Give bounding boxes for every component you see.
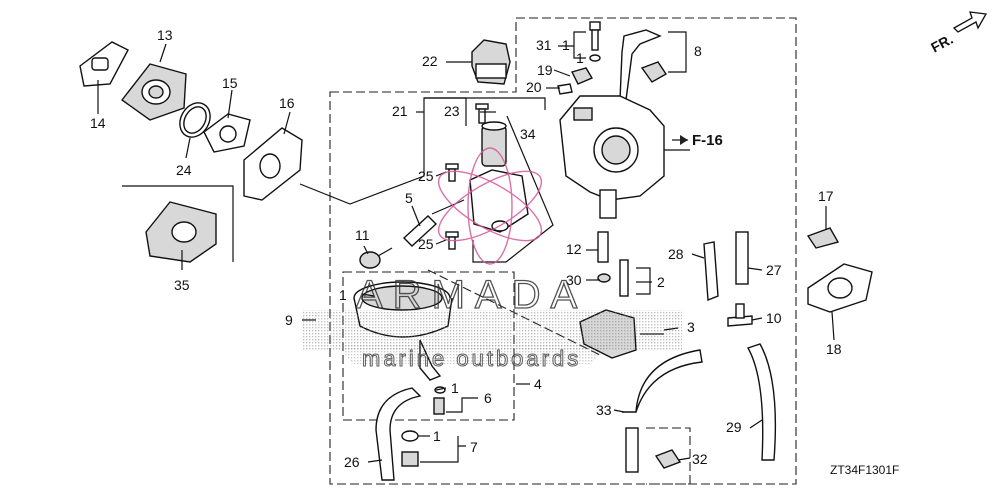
callout-21: 21 (392, 103, 408, 119)
reference-label: F-16 (692, 132, 723, 149)
gasket-leader-lines (122, 97, 554, 263)
callout-11: 11 (355, 227, 370, 243)
callout-35: 35 (174, 277, 190, 293)
bolt-7 (401, 430, 419, 467)
callout-9: 9 (285, 312, 293, 328)
callout-10: 10 (766, 310, 782, 326)
choke-lever-8 (619, 29, 667, 101)
callout-30: 30 (566, 272, 582, 288)
callout-25-b: 25 (418, 236, 434, 252)
callout-34: 34 (520, 126, 536, 142)
callout-32: 32 (692, 451, 708, 467)
screw-20 (557, 83, 573, 95)
clip-17 (806, 227, 840, 249)
leader-lines (97, 31, 835, 463)
jet-screw-31 (589, 21, 601, 62)
callout-17: 17 (818, 188, 834, 204)
screw-11 (359, 247, 393, 269)
float-assembly (469, 169, 529, 233)
diagram-code: ZT34F1301F (830, 463, 899, 477)
clip-32 (654, 449, 682, 469)
front-arrow-icon (952, 11, 988, 33)
callout-24: 24 (176, 162, 192, 178)
bracket-19 (570, 67, 594, 85)
pilot-screw-5 (402, 199, 465, 247)
joint-10 (727, 303, 753, 327)
callout-8: 8 (694, 43, 702, 59)
callout-23: 23 (444, 103, 460, 119)
watermark-brand: ARMADA (356, 273, 587, 317)
callout-2: 2 (657, 274, 665, 290)
carburetor-body (559, 95, 690, 219)
watermark: ARMADA marine outboards (302, 147, 682, 372)
callout-1: 1 (339, 287, 347, 303)
tube-33 (622, 349, 703, 473)
callout-18: 18 (826, 341, 842, 357)
screw-23 (475, 103, 489, 124)
callout-20: 20 (526, 79, 542, 95)
callout-26: 26 (344, 454, 360, 470)
callout-19: 19 (537, 62, 553, 78)
callout-1-c: 1 (451, 380, 459, 396)
gasket-15 (203, 113, 251, 153)
screw-2 (619, 259, 629, 297)
reference-f16: F-16 (680, 132, 723, 149)
insulator-35 (145, 201, 217, 263)
watermark-flower-icon (437, 147, 543, 265)
callout-16: 16 (279, 95, 295, 111)
callout-25: 25 (418, 168, 434, 184)
plate-16 (243, 127, 303, 201)
washer-30 (597, 273, 611, 283)
drain-tube-26 (375, 387, 422, 481)
cap-22 (471, 39, 511, 85)
solenoid-34 (481, 121, 507, 167)
callout-7: 7 (470, 439, 478, 455)
callouts: 1 2 3 4 5 6 7 8 9 10 11 12 13 14 15 16 1… (90, 27, 842, 470)
callout-5: 5 (405, 190, 413, 206)
watermark-tagline: marine outboards (362, 346, 581, 371)
direction-label: FR. (928, 31, 955, 56)
callout-28: 28 (668, 246, 684, 262)
screw-12 (597, 231, 609, 263)
callout-33: 33 (596, 402, 612, 418)
front-direction-indicator: FR. (928, 11, 988, 56)
tube-28 (703, 241, 719, 302)
tube-27 (735, 231, 749, 285)
callout-27: 27 (766, 262, 782, 278)
gasket-18 (807, 263, 873, 313)
callout-31: 31 (536, 37, 552, 53)
screw-25 (445, 163, 459, 250)
callout-29: 29 (726, 419, 742, 435)
gasket-14 (79, 41, 129, 87)
insulator-13 (120, 63, 187, 121)
callout-22: 22 (422, 53, 438, 69)
callout-1-d: 1 (433, 428, 441, 444)
callout-15: 15 (222, 75, 238, 91)
callout-14: 14 (90, 115, 106, 131)
callout-1-e: 1 (562, 37, 570, 53)
drain-screw-6 (433, 386, 446, 415)
callout-1-b: 1 (576, 50, 584, 66)
o-ring-24 (179, 102, 211, 138)
callout-6: 6 (484, 390, 492, 406)
callout-3: 3 (687, 319, 695, 335)
callout-4: 4 (534, 376, 542, 392)
tube-29 (746, 343, 777, 461)
callout-13: 13 (157, 27, 173, 43)
callout-12: 12 (566, 241, 582, 257)
